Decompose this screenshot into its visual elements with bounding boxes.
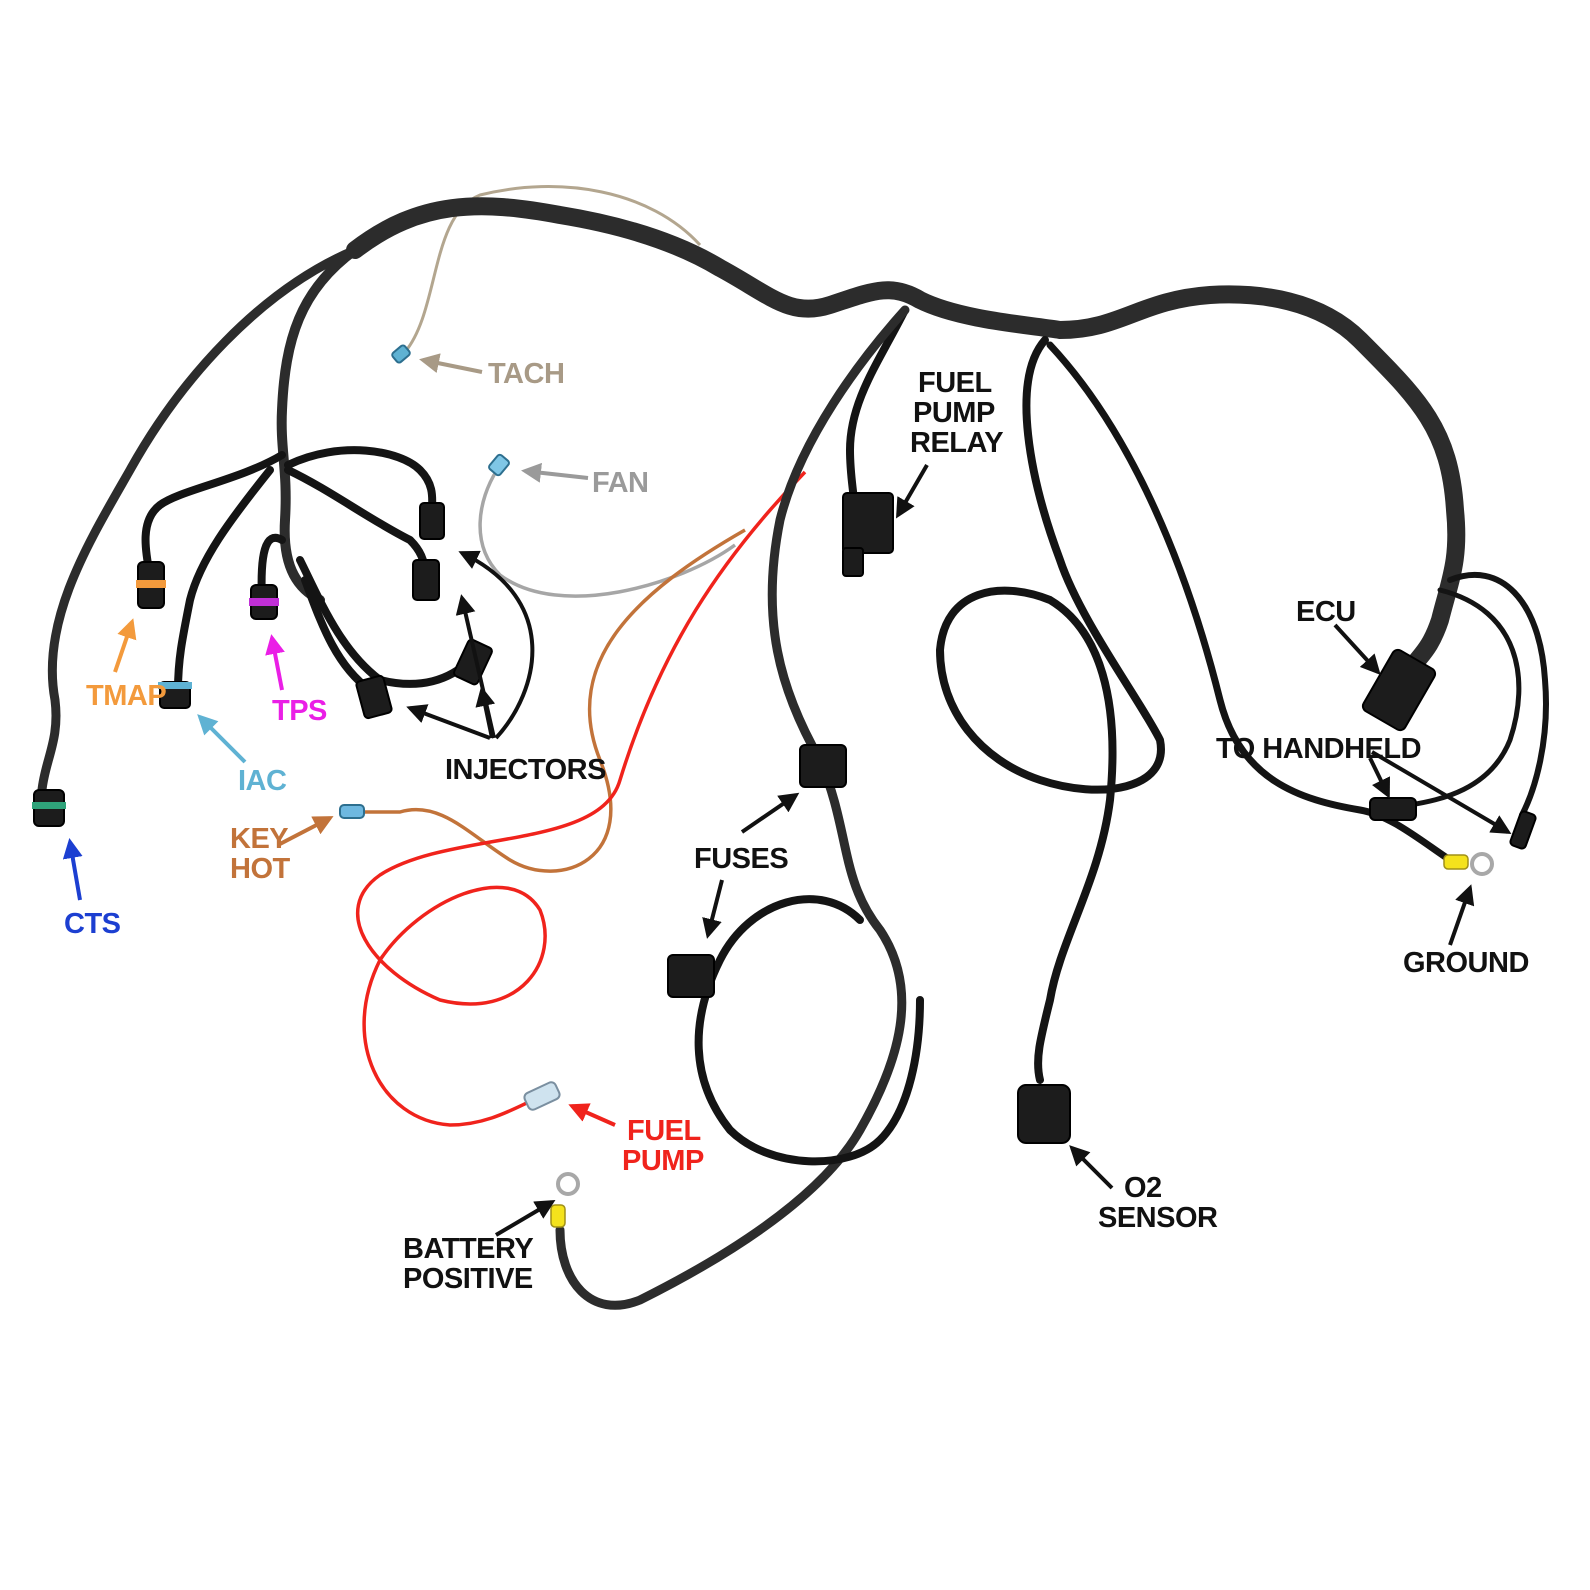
injectors-arrow-3 [455,594,496,739]
fuel-pump-relay-tab [842,547,864,577]
ground-label: GROUND [1403,947,1529,979]
fan-label: FAN [592,467,649,499]
key-hot-wire [350,528,746,873]
injector-connector-1 [419,502,445,540]
fuel-pump-label-line2: PUMP [622,1145,704,1177]
fuel-pump-relay-connector [842,492,894,554]
tmap-arrow [113,618,137,673]
ecu-connector [1361,648,1437,732]
callout-labels: TACH FAN FUEL PUMP RELAY TMAP TPS IAC IN… [64,358,1529,1295]
tach-label: TACH [488,358,564,390]
battery-arrow [494,1199,556,1237]
fan-terminal [488,453,510,477]
fuel-pump-relay-label-line3: RELAY [910,427,1003,459]
o2-loop [936,336,1165,1084]
iac-lead [174,466,274,694]
ecu-side-lead-2 [1407,587,1522,808]
ecu-arrow [1333,623,1381,675]
center-branch [276,245,360,605]
fuse-loop [694,895,924,1166]
battery-positive-label-line2: POSITIVE [403,1263,533,1295]
injector-connector-4 [355,674,393,720]
left-branch [37,245,360,795]
relay-arrow [895,463,929,519]
tmap-label: TMAP [86,680,166,712]
handheld-arrow-2 [1370,750,1512,835]
tps-connector [249,584,279,620]
key-hot-terminal [339,804,365,819]
o2-sensor-connector [1017,1084,1071,1144]
fuel-pump-terminal [523,1081,561,1111]
injector-lead-2 [284,466,429,579]
fan-arrow [521,462,589,483]
ground-arrow [1448,884,1475,946]
fuel-pump-label-line1: FUEL [627,1115,701,1147]
battery-ring-terminal [550,1172,580,1228]
fuel-pump-relay-label-line2: PUMP [913,397,995,429]
handheld-connector-2 [1509,810,1537,850]
injectors-arrow-4 [458,550,535,740]
key-hot-arrow [277,816,334,847]
tach-terminal [391,344,411,364]
fuel-pump-arrow [568,1103,616,1127]
fuel-pump-relay-label-line1: FUEL [918,367,992,399]
tps-arrow [265,634,285,691]
injector-lead-1 [284,446,437,514]
iac-arrow [197,714,247,764]
fuses-label: FUSES [694,843,788,875]
o2-arrow [1069,1145,1114,1190]
battery-positive-label-line1: BATTERY [403,1233,533,1265]
cts-connector [32,789,66,827]
injectors-label: INJECTORS [445,754,606,786]
fuse-holder-1 [799,744,847,788]
ecu-side-lead [1447,572,1549,818]
key-hot-label-line2: HOT [230,853,291,885]
ground-ring-terminal [1443,852,1494,876]
callout-arrows [62,353,1512,1237]
injectors-arrow-1 [406,704,491,740]
o2-sensor-label-line1: O2 [1124,1172,1162,1204]
fuse-holder-2 [667,954,715,998]
tmap-connector [136,561,166,609]
connectors [32,344,1537,1228]
tmap-lead [141,451,286,579]
fuses-arrow-1 [740,792,800,834]
cts-arrow [62,838,83,901]
tach-arrow [419,353,483,374]
iac-label: IAC [238,765,287,797]
key-hot-label-line1: KEY [230,823,288,855]
fuses-arrow-2 [702,879,724,939]
iac-connector [158,681,192,709]
to-handheld-label: TO HANDHELD [1216,733,1421,765]
injector-connector-3 [453,638,493,686]
ecu-label: ECU [1296,596,1356,628]
fan-wire [478,469,737,598]
fuel-pump-wire [356,470,807,1127]
fuse-battery-branch [555,305,910,1310]
cts-label: CTS [64,908,121,940]
handheld-connector-1 [1369,797,1417,821]
tach-wire [403,185,702,353]
tps-label: TPS [272,695,327,727]
main-trunk [346,197,1466,679]
injector-connector-2 [412,559,440,601]
handheld-arrow-1 [1368,757,1390,799]
o2-sensor-label-line2: SENSOR [1098,1202,1218,1234]
